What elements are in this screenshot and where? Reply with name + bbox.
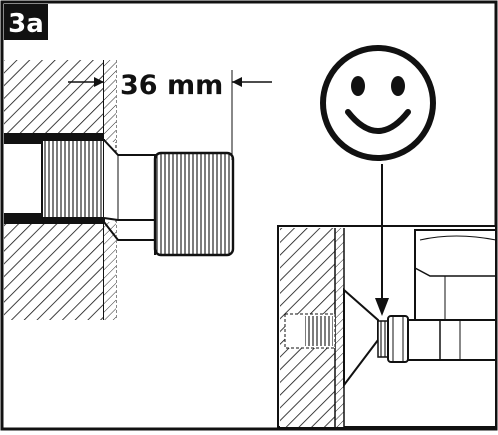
angle-valve-right: [284, 229, 497, 388]
down-arrow-icon: [375, 164, 389, 316]
dimension-label: 36 mm: [120, 70, 223, 101]
threaded-fitting-left: [4, 139, 235, 257]
smiley-face-icon: [320, 45, 436, 161]
wall-section-left: [4, 60, 117, 320]
dimension-marker: [68, 70, 272, 160]
step-label: 3a: [8, 9, 44, 39]
step-badge: [4, 4, 48, 40]
